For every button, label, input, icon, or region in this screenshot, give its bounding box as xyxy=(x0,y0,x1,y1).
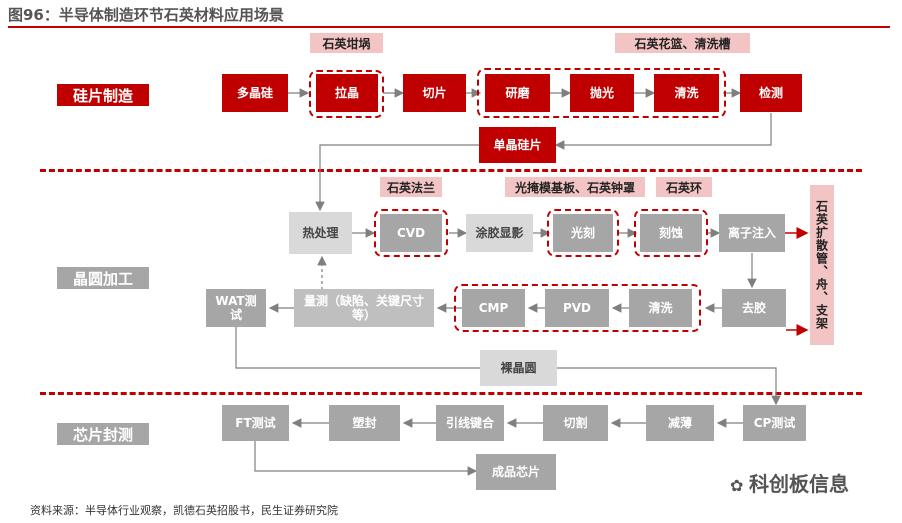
tag-mask: 光掩模基板、石英钟罩 xyxy=(505,177,645,197)
node-slice: 切片 xyxy=(403,74,466,112)
flange-group xyxy=(374,209,448,257)
node-dice: 切割 xyxy=(543,405,608,441)
node-measure: 量测（缺陷、关键尺寸等） xyxy=(294,289,434,327)
node-pvd: PVD xyxy=(545,289,609,327)
node-litho: 光刻 xyxy=(553,214,613,252)
tag-flange: 石英法兰 xyxy=(380,177,442,197)
node-bond: 引线键合 xyxy=(436,405,504,441)
node-final: 成品芯片 xyxy=(476,454,556,490)
watermark-text: 科创板信息 xyxy=(748,472,849,496)
node-polish: 抛光 xyxy=(570,74,634,112)
wechat-icon: ✿ xyxy=(730,476,749,495)
node-clean2: 清洗 xyxy=(629,289,692,327)
node-heat: 热处理 xyxy=(289,212,352,254)
section-fab-label: 晶圆加工 xyxy=(57,267,149,289)
node-clean1: 清洗 xyxy=(654,74,719,112)
node-wat: WAT测试 xyxy=(206,289,266,327)
source-note: 资料来源：半导体行业观察，凯德石英招股书，民生证券研究院 xyxy=(30,504,338,517)
ring-group xyxy=(634,209,708,257)
figure-title: 图96：半导体制造环节石英材料应用场景 xyxy=(8,6,284,24)
node-implant: 离子注入 xyxy=(719,214,785,252)
section-divider xyxy=(40,169,862,172)
watermark: ✿ 科创板信息 xyxy=(730,468,849,497)
node-etch: 刻蚀 xyxy=(640,214,702,252)
node-mono: 单晶硅片 xyxy=(479,127,556,163)
node-thin: 减薄 xyxy=(646,405,714,441)
title-rule xyxy=(8,26,890,28)
node-inspect: 检测 xyxy=(740,74,802,112)
node-mold: 塑封 xyxy=(329,405,400,441)
node-coat: 涂胶显影 xyxy=(466,214,533,252)
basket-group xyxy=(477,68,726,118)
section-divider xyxy=(40,392,862,395)
section-wafer-label: 硅片制造 xyxy=(57,84,149,106)
node-cp: CP测试 xyxy=(743,405,806,441)
crucible-group xyxy=(309,70,384,118)
mask-group xyxy=(547,209,619,257)
node-pull: 拉晶 xyxy=(316,74,378,112)
tag-basket: 石英花篮、清洗槽 xyxy=(615,33,750,53)
node-poly: 多晶硅 xyxy=(222,74,288,112)
tag-crucible: 石英坩埚 xyxy=(310,33,383,53)
node-bare: 裸晶圆 xyxy=(480,350,557,386)
cmp-group xyxy=(454,284,701,332)
tag-ring: 石英环 xyxy=(656,177,712,197)
tag-vertical: 石英扩散管、舟、支架 xyxy=(810,185,834,345)
section-package-label: 芯片封测 xyxy=(57,423,149,445)
node-ft: FT测试 xyxy=(222,405,289,441)
node-cvd: CVD xyxy=(380,214,442,252)
node-strip: 去胶 xyxy=(722,289,786,327)
node-cmp: CMP xyxy=(462,289,525,327)
node-grind: 研磨 xyxy=(485,74,550,112)
